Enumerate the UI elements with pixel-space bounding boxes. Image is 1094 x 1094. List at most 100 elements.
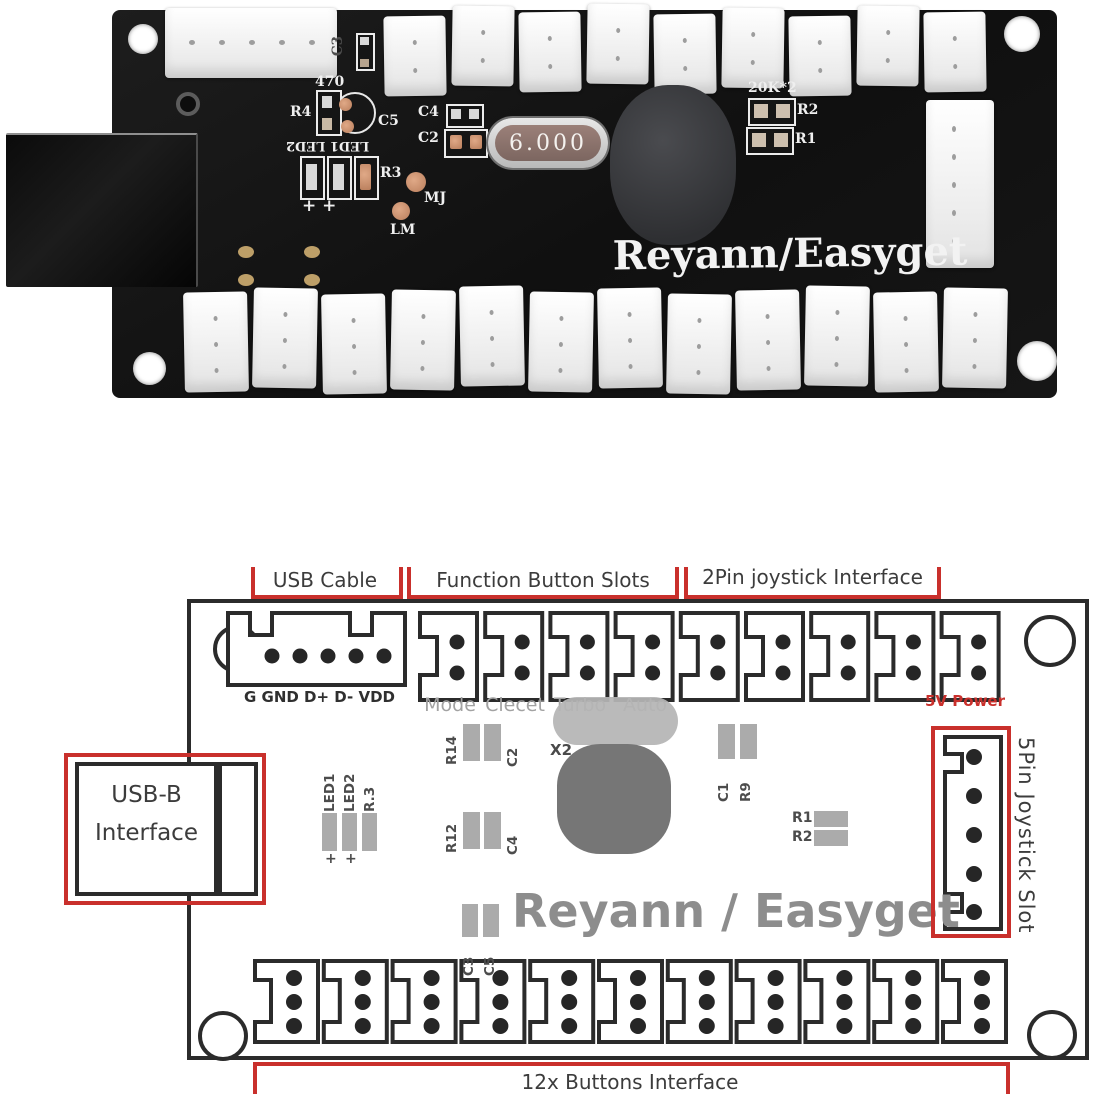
c1-component [718, 724, 735, 759]
mount-hole-top-right [1004, 16, 1040, 52]
r9-component [740, 724, 757, 759]
pin-mark [696, 369, 701, 376]
470-label-photo: 470 [315, 74, 345, 90]
led2-component-photo [327, 156, 352, 200]
connector-photo [923, 11, 987, 93]
r1-component [814, 811, 848, 827]
bracket-tick [1006, 1062, 1010, 1094]
pin-mark [480, 57, 485, 64]
pin-mark [765, 313, 770, 320]
c5-pad1-photo [339, 98, 352, 111]
usb-header-photo [165, 8, 337, 78]
pin-mark [952, 238, 956, 244]
pin-mark [697, 317, 702, 324]
r2-label: R2 [792, 829, 813, 845]
c2-component-photo [444, 129, 488, 158]
crystal-value: 6.000 [509, 130, 587, 156]
2pin-joystick-interface-label: 2Pin joystick Interface [702, 565, 923, 589]
connector-photo [855, 5, 920, 87]
connector-photo [585, 3, 650, 85]
5pin-slot-callout-box [931, 726, 1011, 938]
r2-label-photo: R2 [797, 102, 819, 118]
5v-power-label: 5V Power [925, 692, 1005, 710]
pin-mark [766, 339, 771, 346]
connector-photo [597, 287, 663, 389]
c2-component [484, 724, 501, 761]
mj-label-photo: MJ [424, 190, 447, 206]
pin-mark [352, 343, 357, 350]
pin-mark [309, 40, 315, 45]
usb-pinout-label: G GND D+ D- VDD [243, 688, 395, 706]
crystal-oscillator-photo: 6.000 [488, 118, 608, 168]
pin-mark [683, 65, 688, 72]
usb-b-tab [218, 762, 258, 896]
pin-mark [904, 367, 909, 374]
diagram-hole-bottom-left [198, 1011, 248, 1061]
r3-label-photo: R3 [380, 165, 402, 181]
diagram-hole-top-right [1024, 615, 1076, 667]
bracket-tick [937, 567, 941, 599]
led1-component [322, 813, 337, 851]
led2-label: LED2 [342, 773, 358, 812]
r1-component-photo [746, 127, 794, 155]
lm-pad-photo [392, 202, 410, 220]
connector-photo [942, 287, 1008, 389]
pin-mark [628, 363, 633, 370]
brand-text-diagram: Reyann / Easyget [512, 884, 960, 938]
r2-component [814, 830, 848, 846]
c3-component-photo [356, 33, 375, 71]
function-button-slots-label: Function Button Slots [436, 568, 650, 592]
pin-mark [559, 315, 564, 322]
brand-text-photo: Reyann/Easyget [612, 227, 968, 280]
connector-photo [183, 291, 249, 393]
via-pad-photo [176, 92, 200, 116]
connector-photo [321, 293, 387, 395]
pin-mark [835, 309, 840, 316]
pin-mark [972, 337, 977, 344]
5pin-joystick-slot-label: 5Pin Joystick Slot [1014, 737, 1038, 934]
pin-mark [885, 57, 890, 64]
pin-mark [973, 311, 978, 318]
pin-mark [615, 55, 620, 62]
r14-label: R14 [444, 735, 460, 765]
pin-mark [282, 337, 287, 344]
c5-component [483, 904, 499, 937]
connector-photo [666, 293, 732, 395]
pin-mark [214, 367, 219, 374]
c5-label: C5 [482, 956, 498, 976]
usb-b-callout-box [64, 753, 266, 905]
pin-mark [627, 311, 632, 318]
pin-mark [490, 361, 495, 368]
led1-plus: + [325, 851, 337, 867]
pin-mark [615, 27, 620, 34]
pin-mark [972, 363, 977, 370]
pin-mark [420, 365, 425, 372]
r12-component [463, 812, 480, 849]
r12-label: R12 [444, 823, 460, 853]
c4-label-photo: C4 [418, 104, 439, 120]
connector-photo [459, 285, 525, 387]
connector-photo [735, 289, 801, 391]
pin-mark [282, 363, 287, 370]
pin-mark [834, 361, 839, 368]
usb-b-label-line1: USB-B [111, 782, 182, 808]
r14-component [463, 724, 480, 761]
gold-pad-1 [238, 246, 254, 258]
pin-mark [189, 40, 195, 45]
connector-photo [873, 291, 939, 393]
pin-mark [903, 315, 908, 322]
pin-mark [214, 341, 219, 348]
pin-mark [952, 154, 956, 160]
bracket-function-slots [407, 595, 679, 599]
r3-component-photo [354, 156, 379, 200]
gold-pad-4 [304, 274, 320, 286]
pin-mark [279, 40, 285, 45]
pin-mark [421, 313, 426, 320]
pin-mark [558, 367, 563, 374]
connector-photo [450, 5, 515, 87]
pin-mark [283, 311, 288, 318]
led1-component-photo [300, 156, 325, 200]
pin-mark [766, 365, 771, 372]
pin-mark [885, 29, 890, 36]
led2-component [342, 813, 357, 851]
